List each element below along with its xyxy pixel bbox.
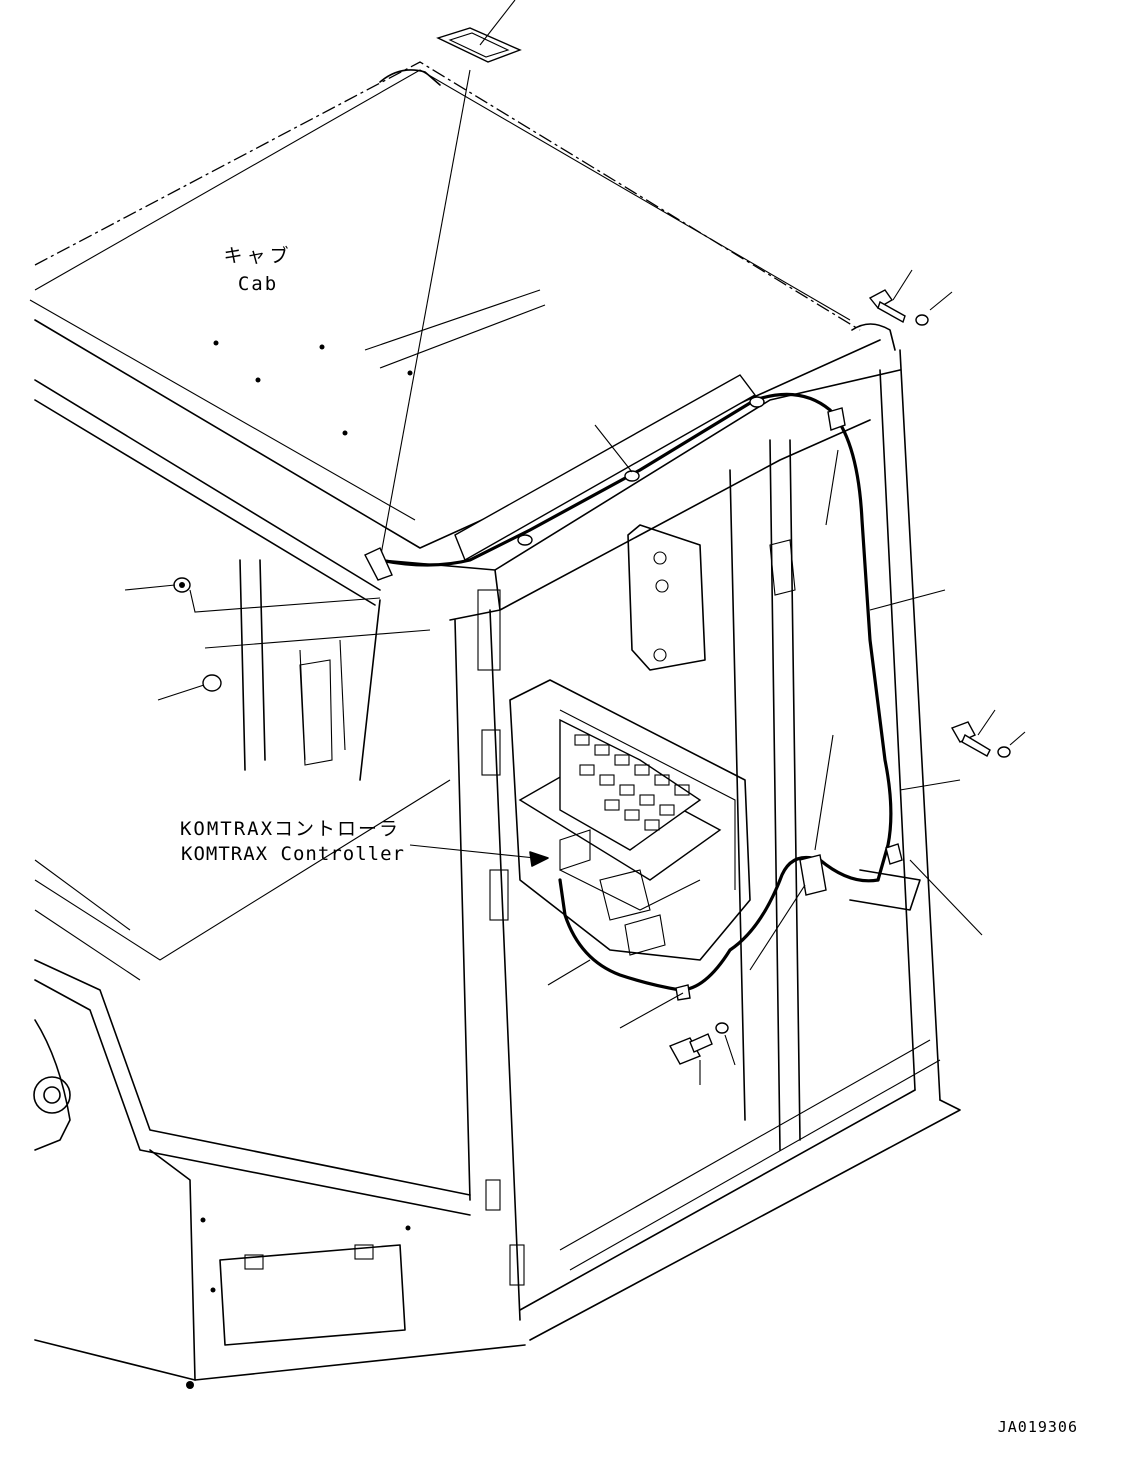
komtrax-controller [518, 718, 722, 956]
controller-housing [509, 679, 751, 961]
inner-brackets [299, 524, 796, 1286]
bolt-right [950, 709, 1026, 758]
controller-label-jp: KOMTRAXコントローラ [180, 818, 400, 840]
leader-lines [124, 424, 983, 1029]
cab-label-en: Cab [238, 273, 278, 295]
roof-cap-part [379, 0, 522, 561]
controller-label-en: KOMTRAX Controller [181, 843, 405, 865]
machine-body [33, 779, 526, 1389]
bolt-lower [669, 1022, 736, 1085]
cab-frame [34, 349, 961, 1341]
wire-harness [364, 374, 921, 1001]
grommets [173, 577, 222, 692]
cab-label-jp: キャブ [223, 244, 292, 267]
drawing-number: JA019306 [998, 1418, 1078, 1436]
bolt-upper [868, 269, 953, 326]
